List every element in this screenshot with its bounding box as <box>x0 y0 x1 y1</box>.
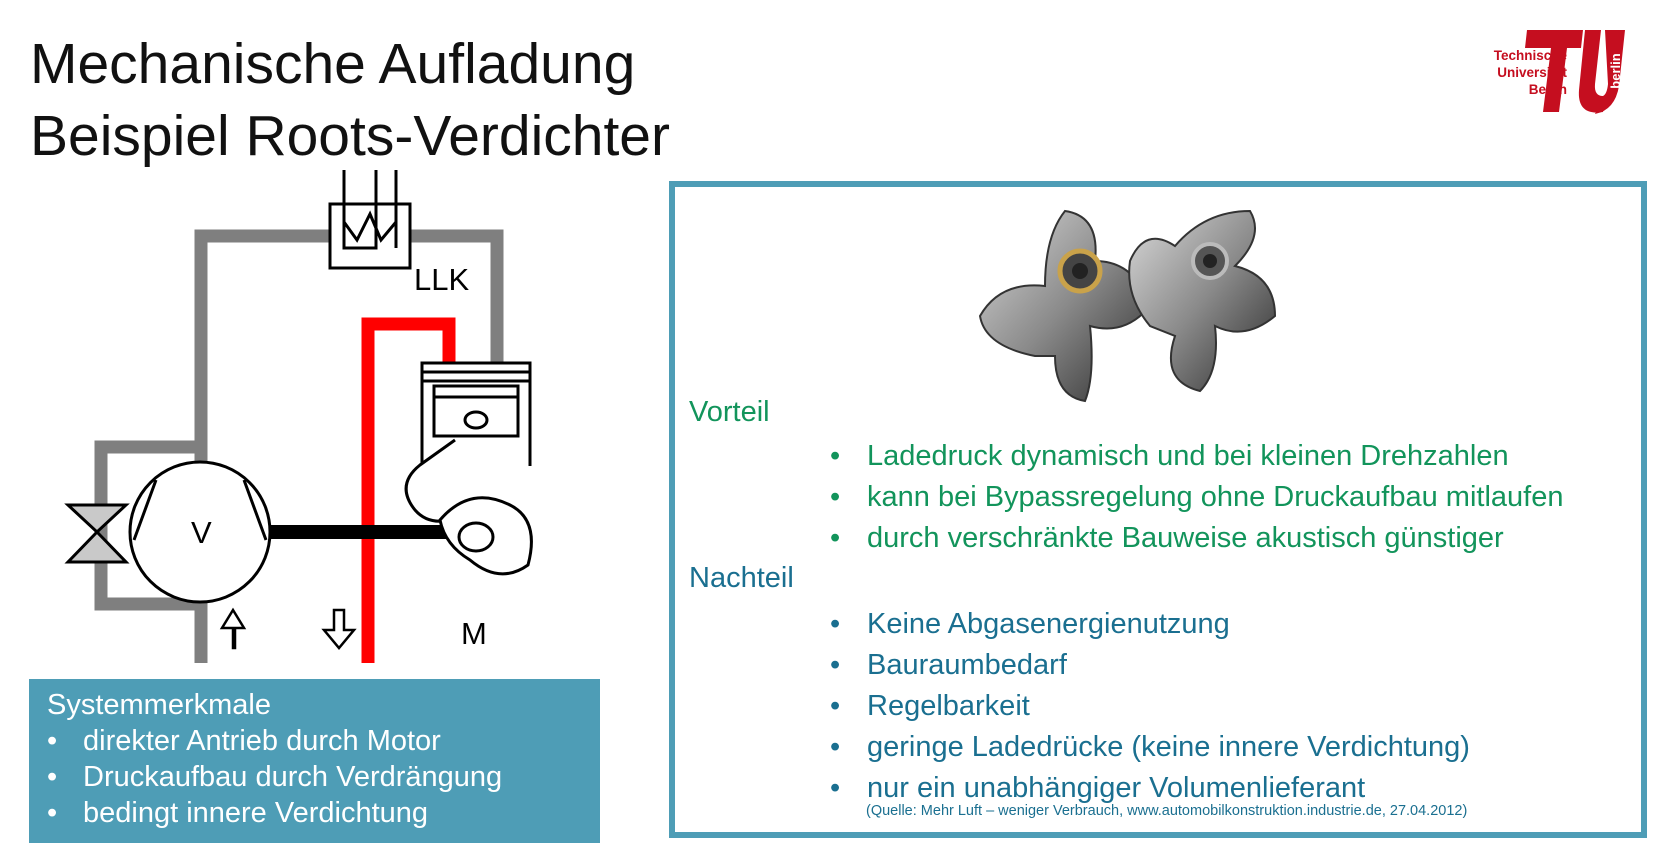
air-intake-pipe <box>94 229 504 663</box>
list-item: direkter Antrieb durch Motor <box>47 723 582 759</box>
label-m: M <box>461 616 487 651</box>
bypass-valve-icon <box>64 503 130 564</box>
label-llk: LLK <box>414 262 469 297</box>
logo-line1: Technische <box>1493 48 1567 63</box>
arrow-up-icon <box>219 607 247 650</box>
engine-piston-icon <box>404 361 533 576</box>
list-item: Bauraumbedarf <box>825 645 1470 686</box>
list-item: nur ein unabhängiger Volumenlieferant <box>825 768 1470 809</box>
exhaust-pipe <box>361 317 456 663</box>
label-v: V <box>191 515 212 550</box>
list-item: durch verschränkte Bauweise akustisch gü… <box>825 518 1563 559</box>
slide-title-line2: Beispiel Roots-Verdichter <box>30 104 670 168</box>
list-item: bedingt innere Verdichtung <box>47 795 582 831</box>
disadvantages-list: Keine Abgasenergienutzung Bauraumbedarf … <box>825 604 1470 809</box>
system-heading: Systemmerkmale <box>47 689 271 721</box>
logo-vertical-text: berlin <box>1608 53 1623 88</box>
slide-title-line1: Mechanische Aufladung <box>30 32 636 96</box>
supercharger-diagram: LLK V M <box>64 170 533 663</box>
list-item: Druckaufbau durch Verdrängung <box>47 759 582 795</box>
list-item: geringe Ladedrücke (keine innere Verdich… <box>825 727 1470 768</box>
intercooler-icon <box>328 170 412 270</box>
slide-title: Mechanische Aufladung Beispiel Roots-Ver… <box>30 28 670 172</box>
arrow-down-icon <box>321 608 357 650</box>
flow-arrow-icons <box>219 607 357 650</box>
tu-berlin-logo: berlin <box>1525 30 1625 114</box>
advantages-list: Ladedruck dynamisch und bei kleinen Dreh… <box>825 436 1563 559</box>
source-citation: (Quelle: Mehr Luft – weniger Verbrauch, … <box>866 803 1468 819</box>
pros-cons-panel <box>669 181 1647 838</box>
compressor-icon <box>128 460 272 604</box>
system-list: direkter Antrieb durch Motor Druckaufbau… <box>47 723 582 831</box>
list-item: Regelbarkeit <box>825 686 1470 727</box>
advantages-label: Vorteil <box>689 396 770 428</box>
disadvantages-label: Nachteil <box>689 562 794 594</box>
list-item: Keine Abgasenergienutzung <box>825 604 1470 645</box>
system-characteristics-box: Systemmerkmale direkter Antrieb durch Mo… <box>29 679 600 843</box>
roots-rotor-photo <box>978 209 1277 403</box>
list-item: Ladedruck dynamisch und bei kleinen Dreh… <box>825 436 1563 477</box>
list-item: kann bei Bypassregelung ohne Druckaufbau… <box>825 477 1563 518</box>
